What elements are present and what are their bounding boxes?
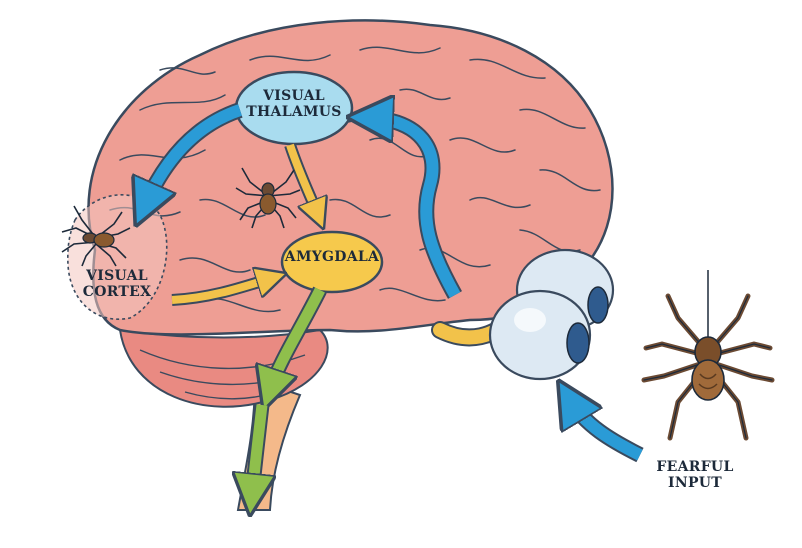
amygdala-label: AMYGDALA [284, 249, 380, 265]
spider-icon [641, 270, 775, 441]
visual-thalamus-label: VISUAL THALAMUS [246, 88, 342, 121]
visual-cortex-label: VISUAL CORTEX [82, 268, 152, 301]
eyeball-icon [488, 248, 615, 381]
spider-icon [235, 167, 301, 229]
pathway-arrows [145, 110, 644, 495]
spider-icon [61, 205, 131, 267]
amygdala-node [280, 230, 384, 294]
fearful-input-label: FEARFUL INPUT [656, 459, 734, 492]
